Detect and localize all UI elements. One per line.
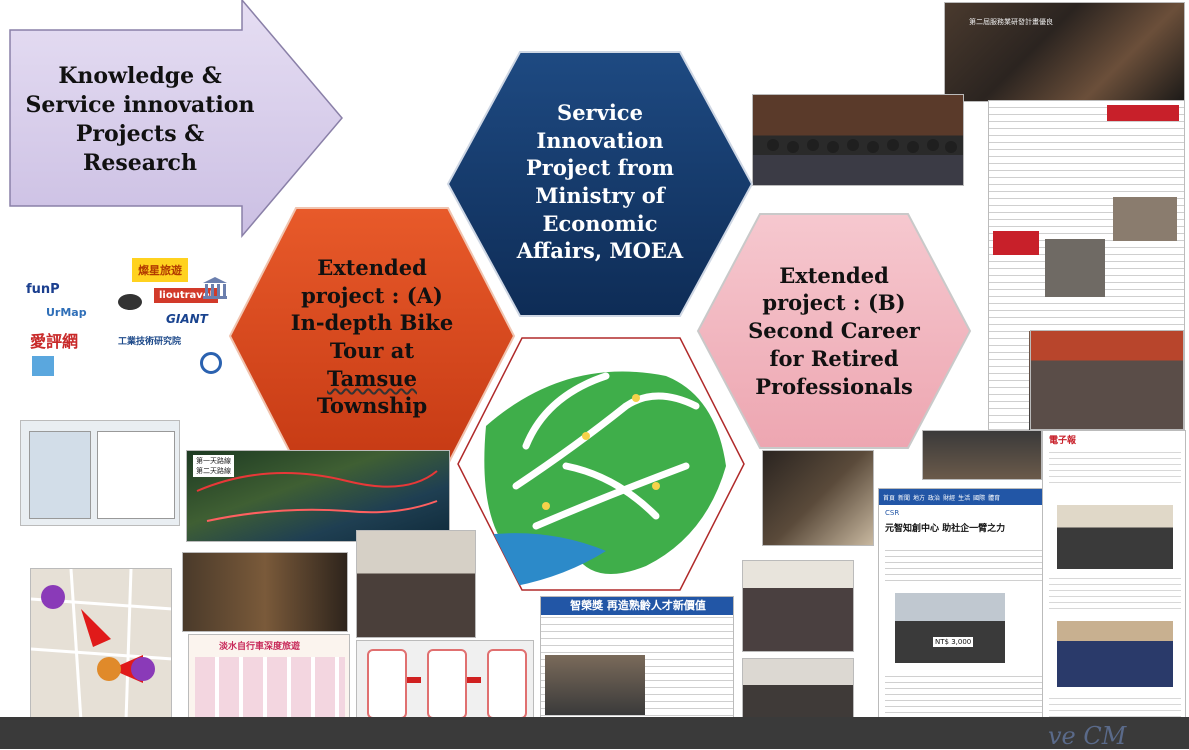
article-menu-item-politics[interactable]: 政治 — [928, 494, 941, 502]
meeting-table-photo — [762, 450, 874, 546]
itri-logo: 工業技術研究院 — [118, 337, 182, 347]
award-stage-photo — [1030, 330, 1184, 430]
article-menu-item-finance[interactable]: 財經 — [943, 494, 956, 502]
knowledge-arrow-shape — [9, 0, 343, 239]
stars-travel-logo: 燦星旅遊 — [132, 258, 188, 282]
article-menu-bar: 首頁 新聞 地方 政治 財經 生活 國際 體育 — [879, 489, 1049, 505]
bike-tour-flyer: 淡水自行車深度旅遊 — [188, 634, 350, 722]
left-hexagon-end-text: Township — [316, 393, 428, 419]
article-menu-item-news[interactable]: 新聞 — [898, 494, 911, 502]
center-hexagon — [446, 51, 754, 317]
group-meeting-photo — [356, 530, 476, 638]
center-hexagon-text: Service Innovation Project from Ministry… — [516, 99, 684, 264]
left-hexagon-main-text: Extended project : (A) In-depth Bike Tou… — [290, 254, 454, 363]
map-legend-day2: 第二天路線 — [196, 467, 231, 475]
award-ceremony-photo-top: 第二屆服務業研發計畫優良 — [944, 2, 1185, 102]
review-logo: 愛評網 — [30, 332, 79, 351]
right-hexagon-text: Extended project : (B) Second Career for… — [748, 262, 920, 399]
article-menu-item-sports[interactable]: 體育 — [988, 494, 1001, 502]
article-title: 元智知創中心 助社企一臂之力 — [885, 524, 1006, 534]
article-tag[interactable]: CSR — [885, 509, 900, 517]
bike-map-hexagon — [457, 337, 745, 591]
mobile-app-screens — [356, 640, 534, 722]
funp-logo: funP — [26, 282, 60, 297]
bike-banner-text: 淡水自行車深度旅遊 — [219, 642, 301, 652]
online-article-screenshot: 首頁 新聞 地方 政治 財經 生活 國際 體育 CSR 元智知創中心 助社企一臂… — [878, 488, 1050, 740]
e-newsletter-header: 電子報 — [1049, 436, 1077, 446]
circle-blue-logo — [200, 352, 222, 374]
article-menu-item-life[interactable]: 生活 — [958, 494, 971, 502]
route-poster-photo — [20, 420, 180, 526]
lion-travel-logo: lioutravel — [154, 288, 219, 303]
top-clip-title: 第二屆服務業研發計畫優良 — [969, 18, 1053, 26]
square-blue-logo — [32, 356, 54, 376]
kkt-logo — [118, 294, 142, 310]
newspaper-center: 智榮獎 再造熟齡人才新價值 — [540, 596, 734, 720]
city-street-map — [30, 568, 172, 720]
giant-logo: GIANT — [166, 312, 208, 326]
left-hexagon-underlined-word: Tamsue — [327, 365, 417, 391]
e-newsletter-screenshot: 電子報 — [1042, 430, 1186, 740]
urmap-logo: UrMap — [46, 306, 87, 319]
government-building-icon — [202, 276, 228, 300]
seminar-room-photo — [742, 560, 854, 652]
bike-shop-photo — [182, 552, 348, 632]
article-menu-item-home[interactable]: 首頁 — [883, 494, 896, 502]
footer-bar — [0, 717, 1189, 749]
right-hexagon — [696, 213, 972, 449]
prize-card-text: NT$ 3,000 — [933, 637, 974, 647]
audience-photo — [922, 430, 1042, 480]
article-menu-item-world[interactable]: 國際 — [973, 494, 986, 502]
map-legend-day1: 第一天路線 — [196, 457, 231, 465]
arrow-text: Knowledge & Service innovation Projects … — [25, 62, 255, 177]
left-hexagon-text: Extended project : (A) In-depth Bike Tou… — [282, 232, 462, 442]
footer-text: ve CM — [1048, 722, 1127, 750]
newspaper-headline: 智榮獎 再造熟齡人才新價值 — [541, 597, 733, 615]
aerial-route-map: 第一天路線 第二天路線 — [186, 450, 450, 542]
group-award-photo — [752, 94, 964, 186]
article-menu-item-local[interactable]: 地方 — [913, 494, 926, 502]
map-legend: 第一天路線 第二天路線 — [193, 455, 234, 477]
